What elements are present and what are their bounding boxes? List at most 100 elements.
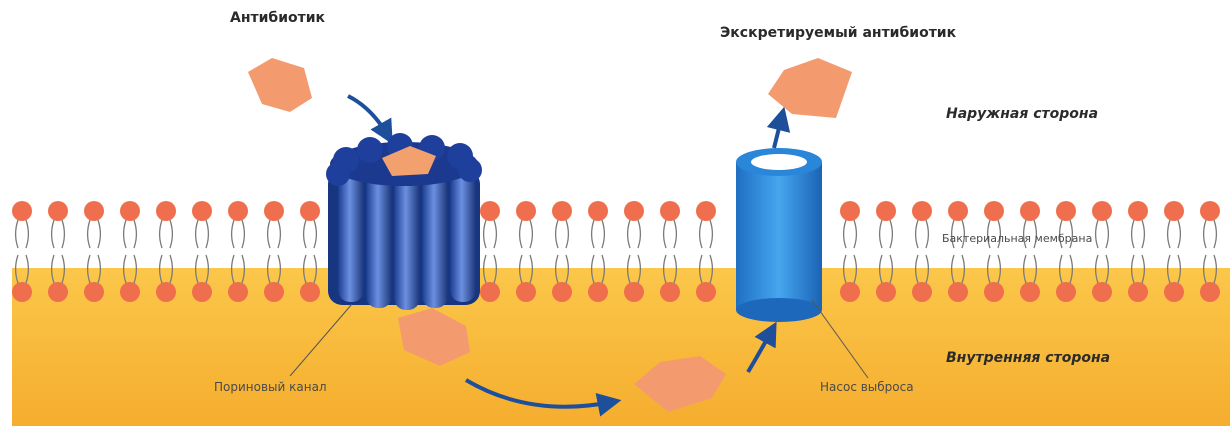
lipid-tail <box>566 220 568 248</box>
lipid-head <box>12 201 32 221</box>
lipid-tail <box>916 220 918 248</box>
porin-label: Пориновый канал <box>214 380 327 394</box>
lipid-tail <box>268 220 270 248</box>
lipid-tail <box>710 220 712 248</box>
lipid-tail <box>890 220 892 248</box>
lipid-tail <box>134 220 136 248</box>
lipid-tail <box>484 220 486 248</box>
excreted-antibiotic-molecule <box>768 58 852 118</box>
lipid-head <box>264 201 284 221</box>
lipid-tail <box>520 220 522 248</box>
lipid-tail <box>926 220 928 248</box>
lipid-head <box>696 201 716 221</box>
lipid-tail <box>1204 220 1206 248</box>
lipid-head <box>192 201 212 221</box>
lipid-head <box>1164 282 1184 302</box>
lipid-head <box>660 201 680 221</box>
lipid-head <box>120 201 140 221</box>
lipid-tail <box>854 220 856 248</box>
lipid-head <box>624 282 644 302</box>
lipid-tail <box>278 220 280 248</box>
lipid-head <box>984 282 1004 302</box>
lipid-tail <box>26 220 28 248</box>
lipid-head <box>876 201 896 221</box>
membrane-label: Бактериальная мембрана <box>942 232 1092 245</box>
lipid-head <box>156 201 176 221</box>
lipid-tail <box>88 220 90 248</box>
lipid-tail <box>52 220 54 248</box>
lipid-tail <box>1178 220 1180 248</box>
lipid-head <box>1200 201 1220 221</box>
lipid-head <box>1020 201 1040 221</box>
lipid-tail <box>530 220 532 248</box>
lipid-head <box>48 282 68 302</box>
lipid-tail <box>628 220 630 248</box>
lipid-tail <box>1106 220 1108 248</box>
lipid-head <box>1020 282 1040 302</box>
lipid-head <box>1200 282 1220 302</box>
lipid-head <box>912 282 932 302</box>
lipid-head <box>1092 201 1112 221</box>
lipid-tail <box>844 220 846 248</box>
antibiotic-molecule-outside <box>248 58 312 112</box>
lipid-head <box>876 282 896 302</box>
lipid-head <box>948 201 968 221</box>
lipid-tail <box>196 220 198 248</box>
lipid-tail <box>1168 220 1170 248</box>
lipid-tail <box>592 220 594 248</box>
lipid-head <box>228 201 248 221</box>
lipid-tail <box>700 220 702 248</box>
lipid-head <box>480 201 500 221</box>
lipid-head <box>1092 282 1112 302</box>
lipid-tail <box>1142 220 1144 248</box>
lipid-head <box>300 201 320 221</box>
excreted-antibiotic-label: Экскретируемый антибиотик <box>720 25 956 41</box>
entry-arrow <box>348 96 388 136</box>
lipid-head <box>1164 201 1184 221</box>
lipid-head <box>912 201 932 221</box>
efflux-pump <box>736 148 822 322</box>
lipid-tail <box>314 220 316 248</box>
lipid-tail <box>206 220 208 248</box>
lipid-tail <box>1132 220 1134 248</box>
lipid-head <box>156 282 176 302</box>
excretion-arrow <box>774 116 782 148</box>
lipid-head <box>948 282 968 302</box>
antibiotic-label: Антибиотик <box>230 10 325 26</box>
lipid-head <box>228 282 248 302</box>
lipid-head <box>840 201 860 221</box>
lipid-tail <box>602 220 604 248</box>
lipid-tail <box>304 220 306 248</box>
lipid-tail <box>1214 220 1216 248</box>
lipid-head <box>48 201 68 221</box>
lipid-tail <box>62 220 64 248</box>
lipid-head <box>12 282 32 302</box>
lipid-tail <box>1096 220 1098 248</box>
lipid-tail <box>242 220 244 248</box>
lipid-head <box>192 282 212 302</box>
lipid-head <box>480 282 500 302</box>
lipid-head <box>516 282 536 302</box>
lipid-head <box>552 282 572 302</box>
lipid-head <box>84 201 104 221</box>
lipid-tail <box>556 220 558 248</box>
outside-label: Наружная сторона <box>946 106 1098 122</box>
lipid-head <box>588 201 608 221</box>
lipid-head <box>588 282 608 302</box>
lipid-head <box>840 282 860 302</box>
lipid-head <box>120 282 140 302</box>
lipid-tail <box>664 220 666 248</box>
lipid-tail <box>160 220 162 248</box>
lipid-head <box>984 201 1004 221</box>
lipid-head <box>1128 201 1148 221</box>
lipid-tail <box>98 220 100 248</box>
lipid-tail <box>16 220 18 248</box>
lipid-head <box>84 282 104 302</box>
lipid-tail <box>124 220 126 248</box>
porin-channel <box>326 133 482 310</box>
lipid-tail <box>674 220 676 248</box>
lipid-tail <box>232 220 234 248</box>
inside-label: Внутренняя сторона <box>946 350 1110 366</box>
lipid-tail <box>170 220 172 248</box>
